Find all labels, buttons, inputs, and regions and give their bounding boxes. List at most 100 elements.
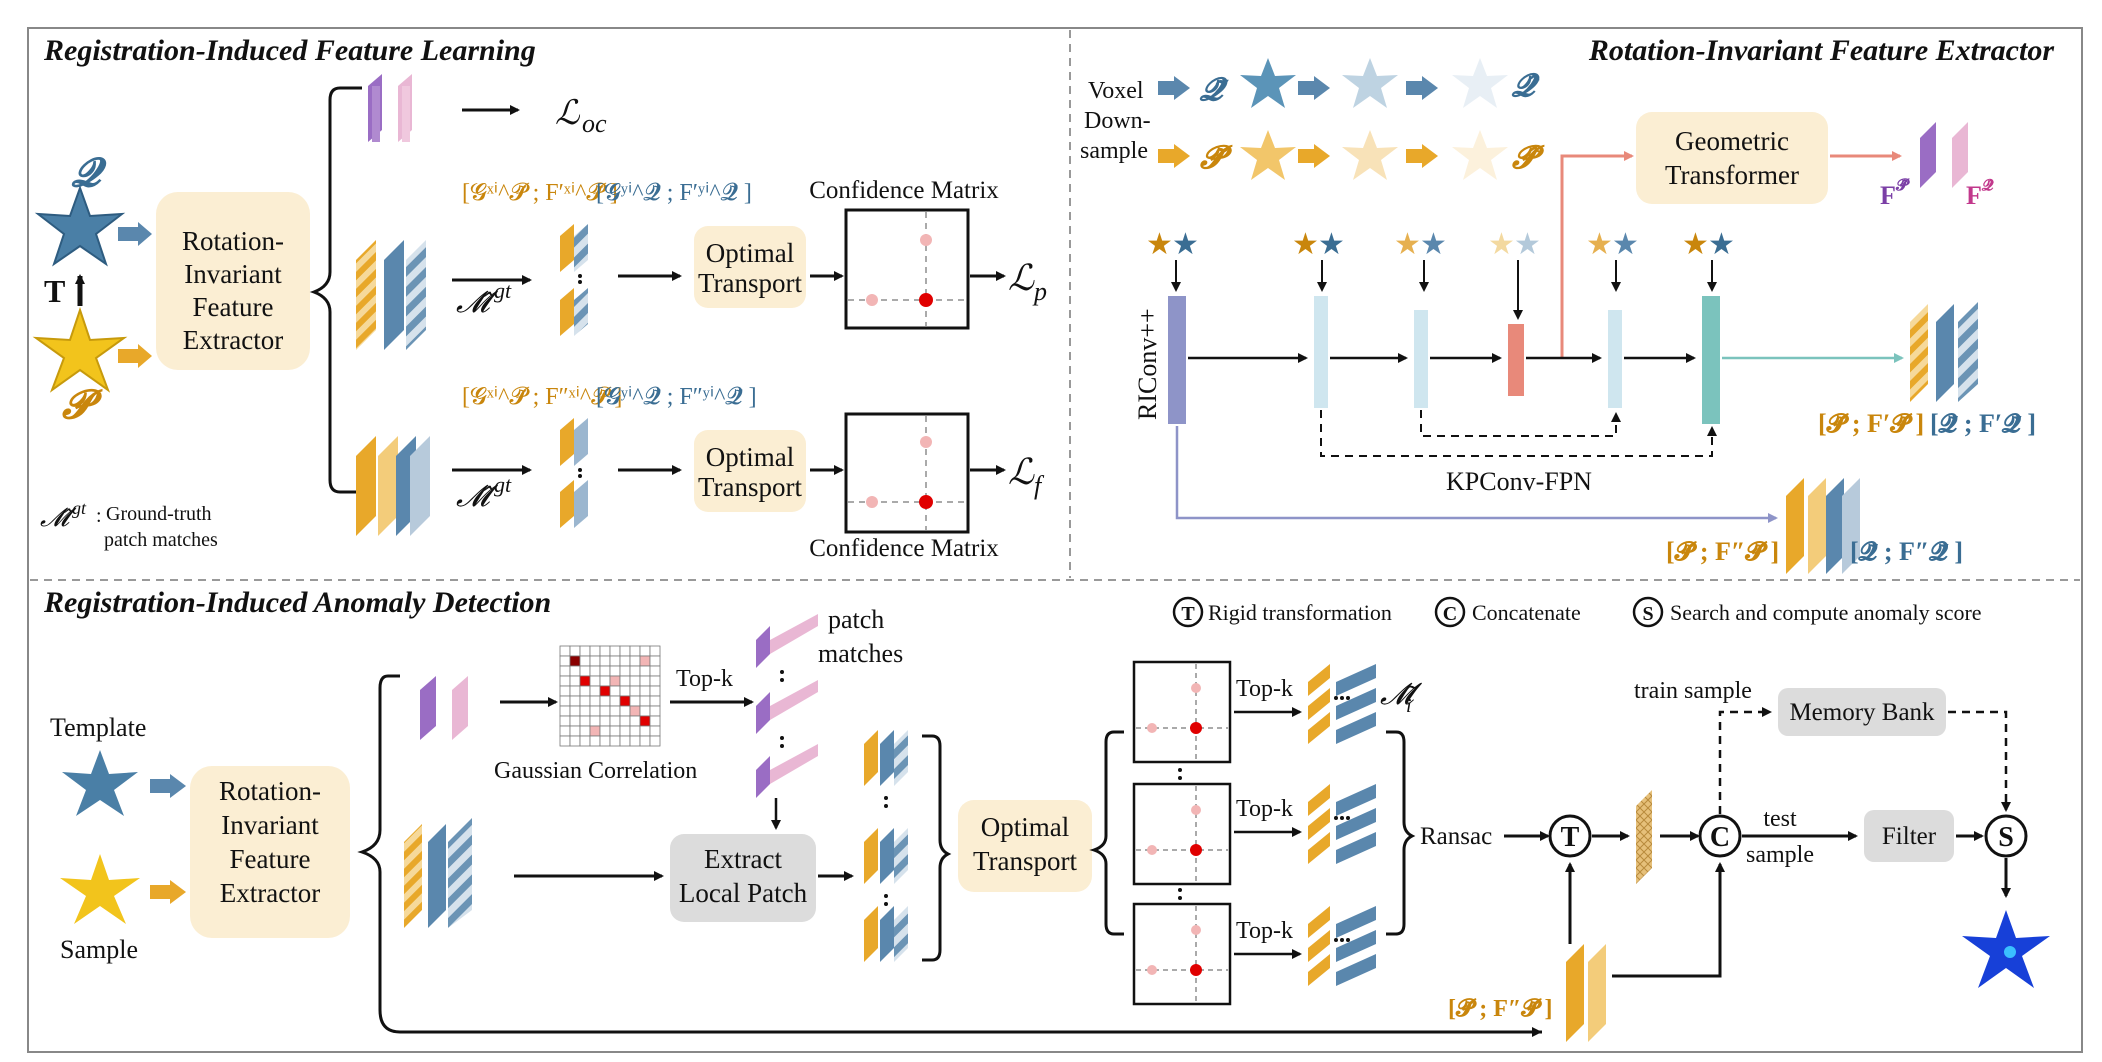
voxel-label: Voxel [1088,78,1144,104]
confidence-matrix-2 [844,412,970,534]
grid-cell [589,715,601,727]
p-row-arrow-2-head [1314,144,1330,168]
bottom-p-feature [1566,944,1606,1042]
grid-cell [589,735,601,747]
svg-text:★: ★ [1394,228,1421,261]
grid-cell [559,675,571,687]
stack-blue [1336,832,1376,864]
stack-orange [1308,664,1330,696]
stack-blue [1336,664,1376,696]
outer-border [27,27,2083,1053]
grid-cell [609,685,621,697]
feat-row1-right: [𝓖ʸⁱ^𝓠̃ ; F′ʸⁱ^𝓠̃ ] [596,180,752,206]
grid-cell [559,685,571,697]
grid-cell [649,715,661,727]
ot-box-2-l1: Optimal [706,442,795,472]
grid-cell [599,695,611,707]
matches-label: matches [818,639,903,668]
loss-oc: ℒ [555,95,581,132]
mgt-2-sup: gt [494,472,512,497]
rife-line4: Extractor [183,325,283,355]
svg-text:★: ★ [1514,228,1541,261]
starfish-p-icon [32,306,128,393]
legend-t-glyph: T [1181,603,1195,625]
rife-box-bottom [190,766,350,938]
extract-l1: Extract [704,844,782,874]
grid-cell [559,715,571,727]
q-row-arrow-2-head [1314,76,1330,100]
rife-b-l1: Rotation- [219,776,321,806]
ot-box-bottom [958,800,1092,892]
extractor-panel: Voxel Down- sample 𝓠̃ 𝓠̂ 𝓟̃ [1080,58,2036,574]
legend-mgt-label2: patch matches [104,529,218,551]
svg-text:★: ★ [1612,228,1639,261]
memory-bank-box [1778,688,1946,736]
feat-row2-right: [𝓖ʸⁱ^𝓠̃ ; F″ʸⁱ^𝓠̃ ] [596,384,757,410]
topk-1: Top-k [676,666,733,692]
starfish-q-3-icon [1452,58,1508,108]
dot [1340,696,1344,700]
stack-blue [1336,930,1376,962]
grid-cell [589,695,601,707]
dot [1334,696,1338,700]
starfish-template-icon [62,750,138,816]
grid-cell [559,735,571,747]
dot [1340,816,1344,820]
grid-cell [589,655,601,667]
grid-cell [639,705,651,717]
confidence-matrix-label-2: Confidence Matrix [809,535,999,562]
brace-bottom [357,674,1542,1034]
dot [1346,938,1350,942]
f-q-sup: 𝓠̂ [1981,177,1994,194]
grid-cell [569,735,581,747]
grid-cell [599,735,611,747]
out1-left-label: [𝓟̃ ; F′𝓟̃ ] [1818,409,1924,438]
arrow-train [1718,707,1772,814]
grid-cell [589,645,601,657]
ot-b-l1: Optimal [981,812,1070,842]
grid-cell [619,645,631,657]
grid-cell [629,725,641,737]
grid-cell [559,725,571,737]
grid-cell [629,655,641,667]
gaussian-label: Gaussian Correlation [494,758,697,784]
test-label: test [1763,806,1797,832]
topk-m2: Top-k [1236,796,1293,822]
grid-cell [639,735,651,747]
grid-cell [559,695,571,707]
feat-row2-left: [𝓖ˣⁱ^𝓟̃ ; F″ˣⁱ^𝓟̃ ] [462,384,622,410]
starfish-p-2-icon [1342,130,1398,180]
svg-text:★: ★ [1488,228,1515,261]
p-feature-blocks [356,240,426,350]
grid-cell [569,725,581,737]
star-pairs: ★★ ★★ ★★ ★★ ★★ ★★ [1146,228,1735,261]
legend-t-icon [1172,596,1204,628]
f-feature-blocks [356,436,430,536]
dot [1340,938,1344,942]
legend-t-text: Rigid transformation [1208,600,1392,625]
ot-box-1-l1: Optimal [706,238,795,268]
grid-cell [589,665,601,677]
down-label: Down- [1084,108,1151,134]
legend-s-glyph: S [1642,603,1653,625]
starfish-q-1-icon [1240,58,1296,108]
grid-cell [579,685,591,697]
grid-cell [589,685,601,697]
grid-cell [629,645,641,657]
f-q-label: F [1966,181,1982,210]
grid-cell [579,695,591,707]
legend-c-text: Concatenate [1472,600,1581,625]
skip-outer [1320,410,1717,457]
sample-sub-label: sample [1746,842,1814,868]
svg-text:★: ★ [1586,228,1613,261]
grid-cell [629,735,641,747]
grid-cell [649,725,661,737]
anomaly-panel: T Rigid transformation C Concatenate S S… [50,596,2050,1042]
kpconv-label: KPConv-FPN [1446,467,1592,496]
legend-s-text: Search and compute anomaly score [1670,600,1982,625]
grid-cell [569,705,581,717]
stack-orange [1308,688,1330,720]
grid-cell [569,715,581,727]
dot [1178,768,1182,772]
p-row-arrow-3-head [1422,144,1438,168]
